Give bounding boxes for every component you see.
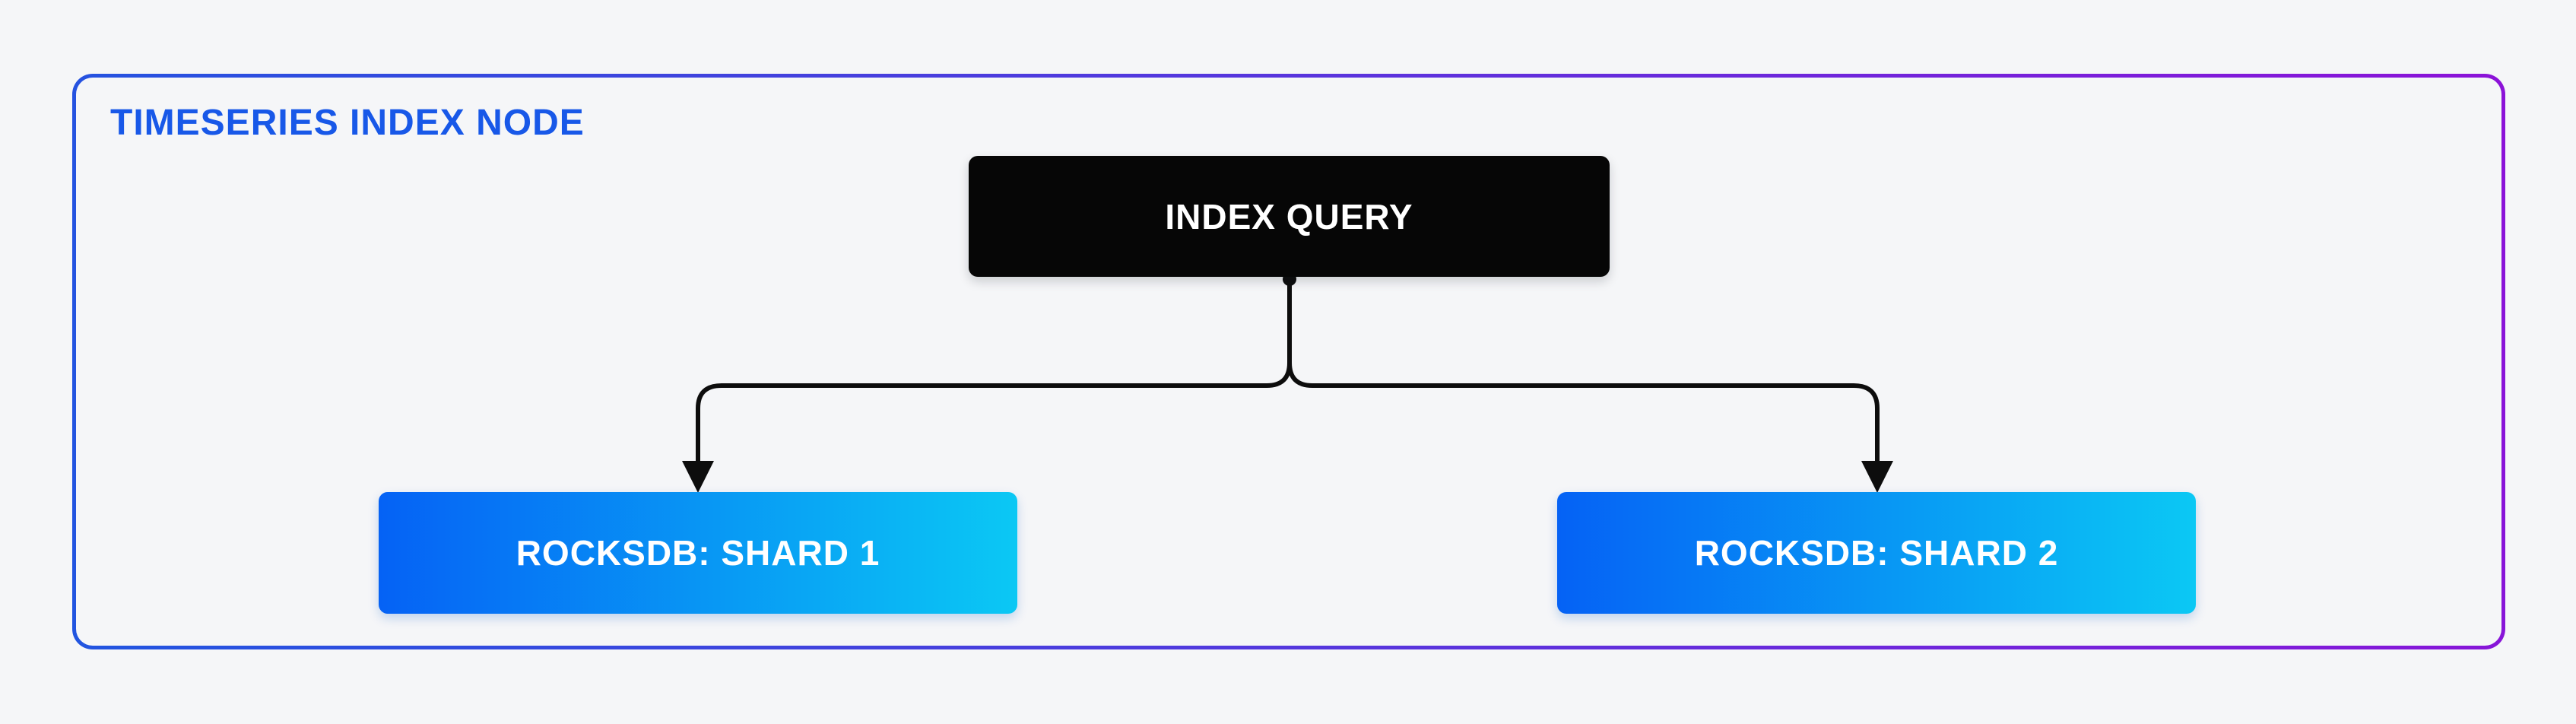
rocksdb-shard-1-node: ROCKSDB: SHARD 1 bbox=[379, 492, 1017, 614]
index-query-label: INDEX QUERY bbox=[1165, 196, 1413, 237]
rocksdb-shard-2-node: ROCKSDB: SHARD 2 bbox=[1557, 492, 2196, 614]
rocksdb-shard-1-label: ROCKSDB: SHARD 1 bbox=[516, 533, 880, 573]
index-query-node: INDEX QUERY bbox=[969, 156, 1610, 277]
rocksdb-shard-2-label: ROCKSDB: SHARD 2 bbox=[1694, 533, 2059, 573]
container-title: TIMESERIES INDEX NODE bbox=[110, 103, 585, 143]
